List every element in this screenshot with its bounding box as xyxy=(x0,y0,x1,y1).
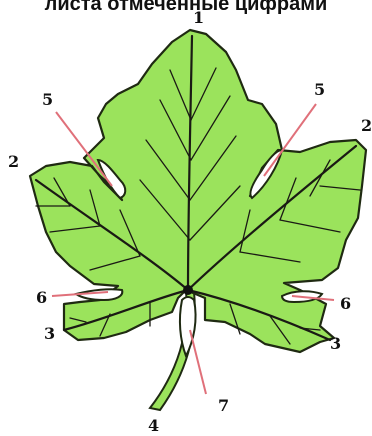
label-3-right: 3 xyxy=(330,336,341,352)
label-7: 7 xyxy=(218,398,229,414)
pointer-7 xyxy=(190,330,206,394)
label-6-left: 6 xyxy=(36,290,47,306)
label-5-right: 5 xyxy=(314,82,325,98)
label-1: 1 xyxy=(193,10,204,26)
leaf-blade xyxy=(30,30,366,352)
label-5-left: 5 xyxy=(42,92,53,108)
label-3-left: 3 xyxy=(44,326,55,342)
petiolar-sinus xyxy=(180,297,196,356)
petiole-junction xyxy=(183,285,193,295)
label-2-left: 2 xyxy=(8,154,19,170)
label-6-right: 6 xyxy=(340,296,351,312)
label-2-right: 2 xyxy=(361,118,372,134)
label-4: 4 xyxy=(148,418,159,434)
